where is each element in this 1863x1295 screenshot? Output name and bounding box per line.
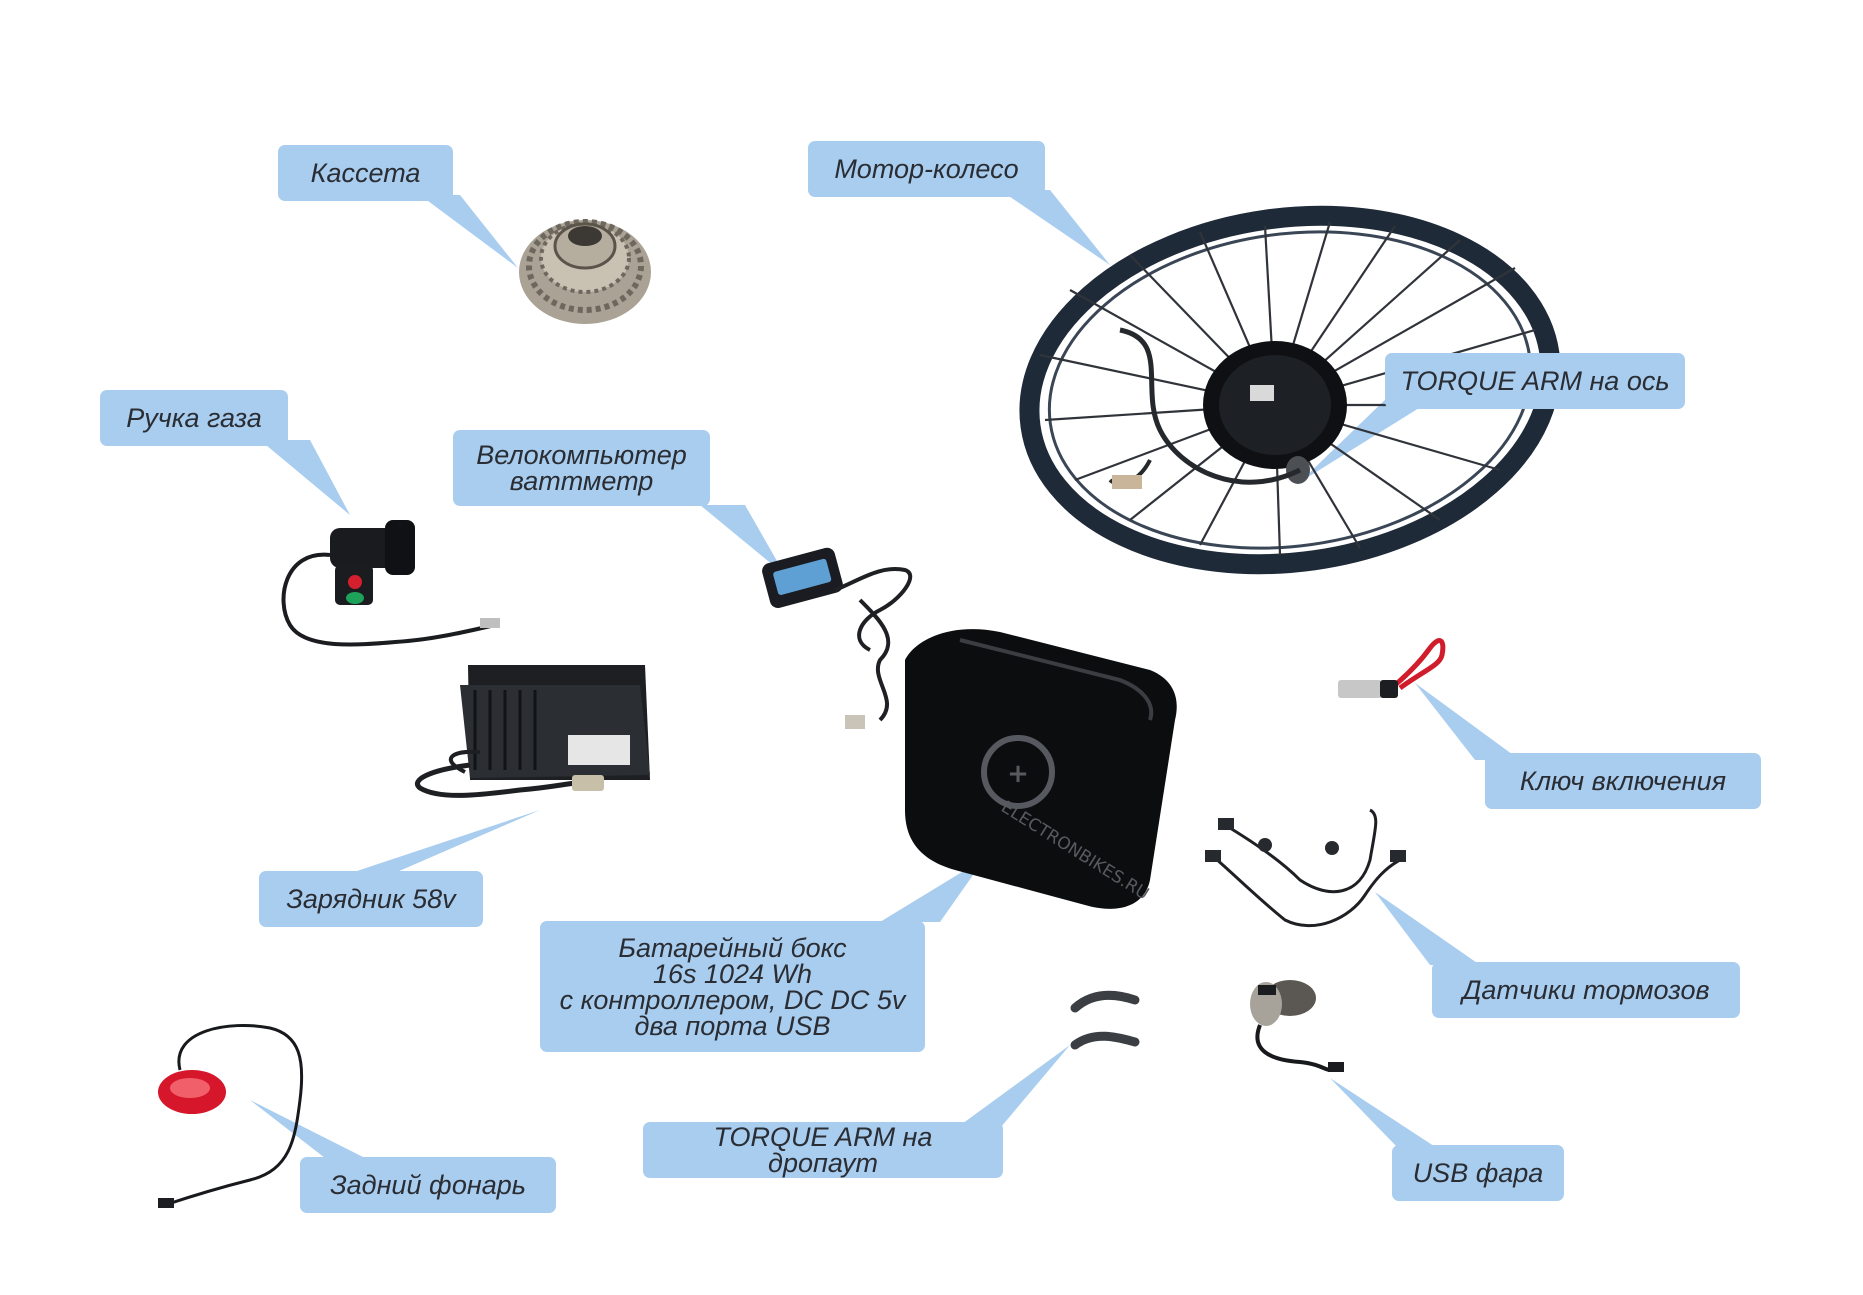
pointer-brake-sensors bbox=[1375, 892, 1480, 965]
motor-wheel-icon bbox=[1019, 205, 1561, 575]
pointer-cassette bbox=[420, 195, 518, 268]
label-charger: Зарядник 58v bbox=[286, 884, 456, 914]
callout-tail-light: Задний фонарь bbox=[300, 1157, 556, 1213]
label-battery-line3: с контроллером, DC DC 5v bbox=[559, 984, 906, 1015]
pointer-torque-arm-axle bbox=[1300, 395, 1440, 482]
label-usb-headlight: USB фара bbox=[1412, 1158, 1544, 1188]
label-battery-line2: 16s 1024 Wh bbox=[652, 958, 813, 989]
label-throttle: Ручка газа bbox=[126, 403, 262, 433]
callout-motor-wheel: Мотор-колесо bbox=[808, 141, 1045, 197]
torque-arm-icon bbox=[1070, 990, 1140, 1050]
callout-charger: Зарядник 58v bbox=[259, 871, 483, 927]
label-battery-line1: Батарейный бокс bbox=[618, 932, 847, 963]
ignition-key-icon bbox=[1338, 638, 1446, 698]
pointer-battery bbox=[880, 858, 985, 922]
pointer-tail-light bbox=[250, 1100, 365, 1158]
label-motor-wheel: Мотор-колесо bbox=[834, 154, 1019, 184]
pointer-throttle bbox=[260, 440, 350, 515]
label-torque-arm-axle: TORQUE ARM на ось bbox=[1400, 366, 1670, 396]
pointer-usb-headlight bbox=[1330, 1078, 1440, 1150]
headlight-icon bbox=[1250, 980, 1344, 1072]
label-computer-line1: Велокомпьютер bbox=[476, 440, 687, 470]
pointer-charger bbox=[345, 810, 540, 875]
callout-torque-arm-dropout: TORQUE ARM на дропаут bbox=[643, 1122, 1003, 1178]
label-ignition-key: Ключ включения bbox=[1519, 766, 1727, 796]
callout-usb-headlight: USB фара bbox=[1392, 1145, 1564, 1201]
pointer-ignition-key bbox=[1415, 683, 1520, 760]
pointer-computer bbox=[700, 505, 785, 575]
pointer-motor-wheel bbox=[1000, 190, 1110, 265]
callout-cassette: Кассета bbox=[278, 145, 453, 201]
callout-ignition-key: Ключ включения bbox=[1485, 753, 1761, 809]
battery-box-icon: + ELECTRONBIKES.RU bbox=[905, 629, 1177, 909]
label-battery-line4: два порта USB bbox=[634, 1010, 831, 1041]
cassette-icon bbox=[519, 219, 651, 324]
label-torque-arm-dropout: TORQUE ARM на дропаут bbox=[713, 1122, 933, 1178]
brake-sensor-icon bbox=[1205, 808, 1406, 928]
bike-computer-icon bbox=[762, 547, 913, 729]
callout-pointers bbox=[250, 190, 1520, 1158]
callout-throttle: Ручка газа bbox=[100, 390, 288, 446]
tail-light-icon bbox=[158, 1024, 304, 1208]
svg-text:+: + bbox=[1007, 759, 1029, 789]
label-computer-line2: ваттметр bbox=[509, 466, 654, 496]
label-tail-light: Задний фонарь bbox=[330, 1170, 526, 1200]
callout-brake-sensors: Датчики тормозов bbox=[1432, 962, 1740, 1018]
callout-torque-arm-axle: TORQUE ARM на ось bbox=[1385, 353, 1685, 409]
label-brake-sensors: Датчики тормозов bbox=[1462, 975, 1710, 1005]
callout-battery: Батарейный бокс 16s 1024 Wh с контроллер… bbox=[540, 921, 925, 1052]
callout-computer: Велокомпьютер ваттметр bbox=[453, 430, 710, 506]
label-cassette: Кассета bbox=[310, 158, 421, 188]
charger-icon bbox=[415, 665, 650, 798]
throttle-grip-icon bbox=[281, 520, 500, 647]
pointer-torque-arm-dropout bbox=[940, 1045, 1070, 1140]
